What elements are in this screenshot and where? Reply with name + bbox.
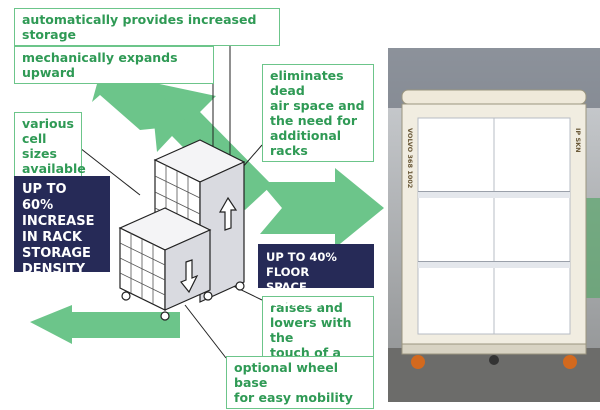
callout-wheel-base: optional wheel base for easy mobility — [226, 356, 374, 409]
callout-dead-air: eliminates dead air space and the need f… — [262, 64, 374, 162]
arrow-down-icon — [180, 259, 199, 294]
photo-label-right: IP SKN — [574, 128, 582, 153]
rack-lower-block — [118, 207, 245, 321]
callout-cell-sizes: various cell sizes available — [14, 112, 86, 180]
cart-photo: VOLVO 368 1002 IP SKN — [388, 48, 600, 402]
rack-diagram — [30, 34, 384, 359]
photo-label-left: VOLVO 368 1002 — [406, 128, 414, 188]
stat-floor-savings: UP TO 40% FLOOR SPACE SAVINGS — [258, 244, 374, 309]
callout-expands-upward: mechanically expands upward — [14, 46, 214, 84]
callout-increased-storage: automatically provides increased storage — [14, 8, 280, 46]
arrow-right-shape — [260, 168, 384, 248]
arrow-left-bottom — [30, 305, 180, 344]
stat-storage-density: UP TO 60% INCREASE IN RACK STORAGE DENSI… — [14, 176, 110, 277]
arrow-up-icon — [218, 196, 238, 231]
